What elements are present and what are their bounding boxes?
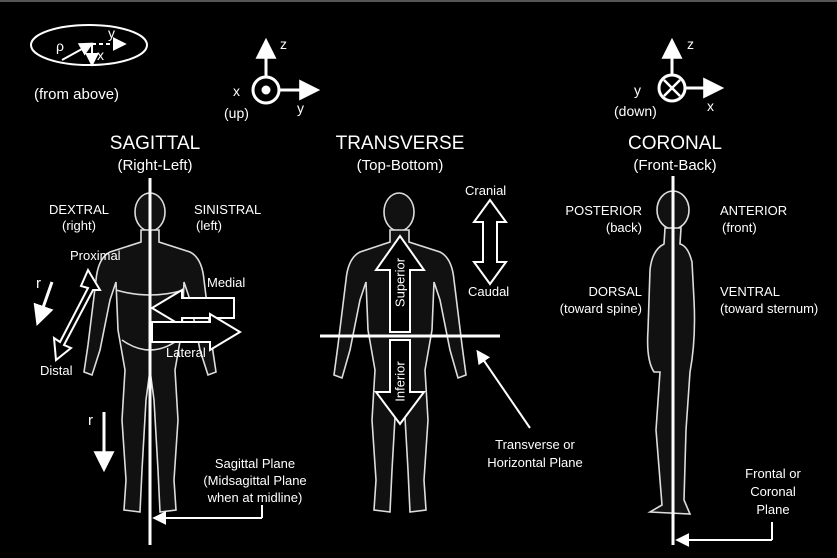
coronal-plane-label-line2: Coronal (728, 485, 818, 500)
transverse-subtitle: (Top-Bottom) (320, 157, 480, 174)
sagittal-plane-label-line2: (Midsagittal Plane (186, 474, 324, 489)
x-axis-label-top: x (97, 47, 104, 63)
dextral-label: DEXTRAL (34, 203, 124, 218)
dextral-sub-label: (right) (34, 219, 124, 234)
sagittal-title: SAGITTAL (80, 133, 230, 155)
sagittal-plane-label-line3: when at midline) (186, 491, 324, 506)
sinistral-label: SINISTRAL (194, 203, 261, 218)
transverse-plane-pointer (478, 352, 530, 428)
from-above-caption: (from above) (34, 86, 119, 103)
superior-label: Superior (393, 253, 408, 313)
sagittal-subtitle: (Right-Left) (80, 157, 230, 174)
x-axis-label-right: x (707, 98, 714, 114)
medial-label: Medial (207, 276, 245, 291)
transverse-title: TRANSVERSE (320, 133, 480, 155)
y-axis-label-top: y (108, 25, 115, 41)
y-axis-label-left: y (297, 100, 304, 116)
up-label: (up) (224, 105, 249, 121)
coronal-title: CORONAL (600, 133, 750, 155)
top-view-axes-diagram (31, 25, 147, 65)
y-axis-label-right: y (634, 82, 641, 98)
coronal-plane-label-line1: Frontal or (728, 467, 818, 482)
r-label-upper: r (36, 275, 41, 292)
anterior-label: ANTERIOR (720, 204, 787, 219)
down-label: (down) (614, 103, 657, 119)
dorsal-label: DORSAL (530, 285, 642, 300)
anterior-sub-label: (front) (722, 221, 757, 236)
coronal-subtitle: (Front-Back) (600, 157, 750, 174)
coronal-body-figure (648, 191, 695, 514)
inferior-label: Inferior (393, 352, 408, 412)
transverse-plane-label-line2: Horizontal Plane (470, 456, 600, 471)
lateral-label: Lateral (166, 346, 206, 361)
transverse-plane-label-line1: Transverse or (470, 438, 600, 453)
caudal-label: Caudal (468, 285, 509, 300)
ventral-sub-label: (toward sternum) (720, 302, 818, 317)
cranial-label: Cranial (465, 184, 506, 199)
cranial-caudal-arrow (474, 200, 506, 284)
proximal-label: Proximal (70, 249, 121, 264)
sagittal-plane-label-line1: Sagittal Plane (186, 457, 324, 472)
z-axis-label-left: z (280, 36, 287, 52)
z-axis-label-right: z (687, 36, 694, 52)
x-axis-label-left: x (233, 83, 240, 99)
rho-label: ρ (56, 38, 64, 54)
dorsal-sub-label: (toward spine) (530, 302, 642, 317)
r-label-lower: r (88, 412, 93, 429)
sinistral-sub-label: (left) (196, 219, 222, 234)
ventral-label: VENTRAL (720, 285, 780, 300)
coronal-plane-label-line3: Plane (728, 503, 818, 518)
posterior-sub-label: (back) (538, 221, 642, 236)
posterior-label: POSTERIOR (538, 204, 642, 219)
distal-label: Distal (40, 364, 73, 379)
